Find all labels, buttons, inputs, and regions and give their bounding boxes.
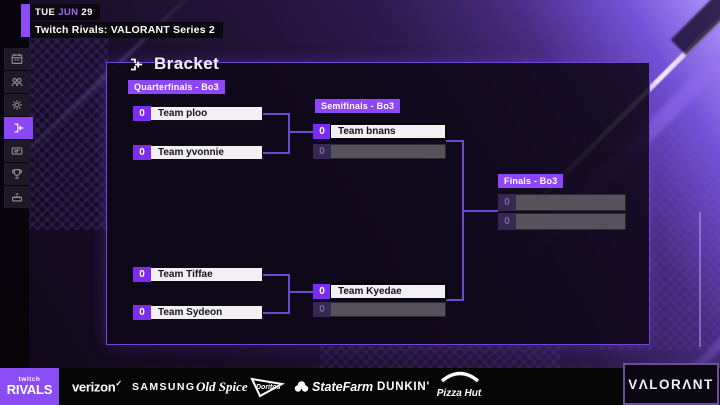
- bracket-title: Bracket: [128, 54, 219, 74]
- team-row-tiffae[interactable]: 0 Team Tiffae: [133, 267, 263, 282]
- team-score: 0: [133, 106, 151, 121]
- state-farm-logo: StateFarm: [293, 368, 373, 405]
- sidebar-item-stage[interactable]: [4, 186, 30, 208]
- doritos-logo: Doritos: [248, 368, 286, 405]
- sidebar-item-calendar[interactable]: [4, 48, 30, 70]
- checker-texture: [320, 346, 560, 368]
- twitch-rivals-logo: twitch RIVALS: [0, 368, 59, 405]
- round-label-finals: Finals - Bo3: [498, 174, 564, 188]
- team-score: 0: [133, 145, 151, 160]
- samsung-logo: SAMSUNG: [132, 380, 196, 393]
- dark-slash: [670, 0, 720, 56]
- team-name: Team yvonnie: [151, 145, 263, 160]
- team-score: 0: [498, 194, 516, 211]
- connector: [288, 113, 290, 154]
- connector: [462, 140, 464, 301]
- doritos-triangle-icon: Doritos: [250, 377, 286, 397]
- team-name: Team ploo: [151, 106, 263, 121]
- pizza-hut-logo: Pizza Hut: [436, 368, 482, 405]
- svg-text:Doritos: Doritos: [256, 384, 281, 391]
- sponsor-bar: twitch RIVALS verizon✓ SAMSUNG Old Spice…: [0, 368, 720, 405]
- team-score: 0: [313, 302, 331, 317]
- team-row-yvonnie[interactable]: 0 Team yvonnie: [133, 145, 263, 160]
- sidebar: [4, 48, 33, 209]
- team-name: [331, 302, 446, 317]
- date-num: 29: [81, 6, 93, 18]
- sidebar-item-trophy[interactable]: [4, 163, 30, 185]
- team-score: 0: [498, 213, 516, 230]
- team-name: [516, 194, 626, 211]
- round-label-semifinals: Semifinals - Bo3: [315, 99, 401, 113]
- trophy-icon: [12, 169, 22, 179]
- sidebar-item-settings[interactable]: [4, 94, 30, 116]
- event-title-badge: Twitch Rivals: VALORANT Series 2: [30, 22, 223, 38]
- team-name: Team Tiffae: [151, 267, 263, 282]
- team-row-empty[interactable]: 0: [498, 194, 626, 211]
- sidebar-item-stream[interactable]: [4, 140, 30, 162]
- team-row-empty[interactable]: 0: [313, 144, 446, 159]
- settings-icon: [12, 100, 22, 110]
- team-row-kyedae[interactable]: 0 Team Kyedae: [313, 284, 446, 299]
- date-month: JUN: [58, 6, 79, 18]
- round-label-quarterfinals: Quarterfinals - Bo3: [128, 80, 225, 94]
- team-row-bnans[interactable]: 0 Team bnans: [313, 124, 446, 139]
- connector: [446, 140, 464, 142]
- team-name: [516, 213, 626, 230]
- stage-icon: [12, 193, 22, 202]
- verizon-logo: verizon✓: [72, 378, 122, 395]
- team-name: Team Kyedae: [331, 284, 446, 299]
- team-score: 0: [133, 267, 151, 282]
- old-spice-logo: Old Spice: [196, 378, 248, 394]
- date-day: TUE: [35, 6, 56, 18]
- connector: [288, 274, 290, 314]
- event-title: Twitch Rivals: VALORANT Series 2: [35, 24, 215, 36]
- team-score: 0: [313, 284, 331, 299]
- connector: [288, 131, 313, 133]
- sidebar-item-bracket[interactable]: [4, 117, 33, 139]
- state-farm-ovals-icon: [294, 381, 309, 392]
- team-score: 0: [313, 124, 331, 139]
- twitch-rivals-bottom: RIVALS: [6, 382, 53, 398]
- team-row-sydeon[interactable]: 0 Team Sydeon: [133, 305, 263, 320]
- connector: [263, 152, 290, 154]
- team-score: 0: [133, 305, 151, 320]
- calendar-icon: [11, 53, 23, 64]
- checker-texture: [26, 30, 108, 230]
- team-name: Team bnans: [331, 124, 446, 139]
- twitch-rivals-top: twitch: [18, 375, 41, 383]
- team-name: Team Sydeon: [151, 305, 263, 320]
- edge-highlight: [699, 212, 701, 347]
- connector: [263, 113, 290, 115]
- bracket-title-label: Bracket: [154, 54, 220, 73]
- sidebar-item-teams[interactable]: [4, 71, 30, 93]
- connector: [462, 210, 498, 212]
- team-row-empty[interactable]: 0: [313, 302, 446, 317]
- team-name: [331, 144, 446, 159]
- connector: [288, 291, 313, 293]
- stream-icon: [11, 147, 23, 155]
- bracket-icon: [14, 123, 23, 133]
- team-score: 0: [313, 144, 331, 159]
- team-row-empty[interactable]: 0: [498, 213, 626, 230]
- connector: [446, 299, 464, 301]
- team-row-ploo[interactable]: 0 Team ploo: [133, 106, 263, 121]
- connector: [263, 312, 290, 314]
- teams-icon: [11, 77, 23, 86]
- connector: [263, 274, 290, 276]
- event-date-badge: TUE JUN 29: [30, 4, 100, 20]
- bracket-title-icon: [131, 58, 143, 70]
- dunkin-logo: DUNKIN': [377, 380, 431, 393]
- verizon-check-icon: ✓: [115, 378, 122, 388]
- header-accent-bar: [21, 4, 30, 37]
- pizza-hut-roof-icon: [440, 371, 480, 382]
- valorant-logo: VΛLORΛNT: [623, 363, 719, 405]
